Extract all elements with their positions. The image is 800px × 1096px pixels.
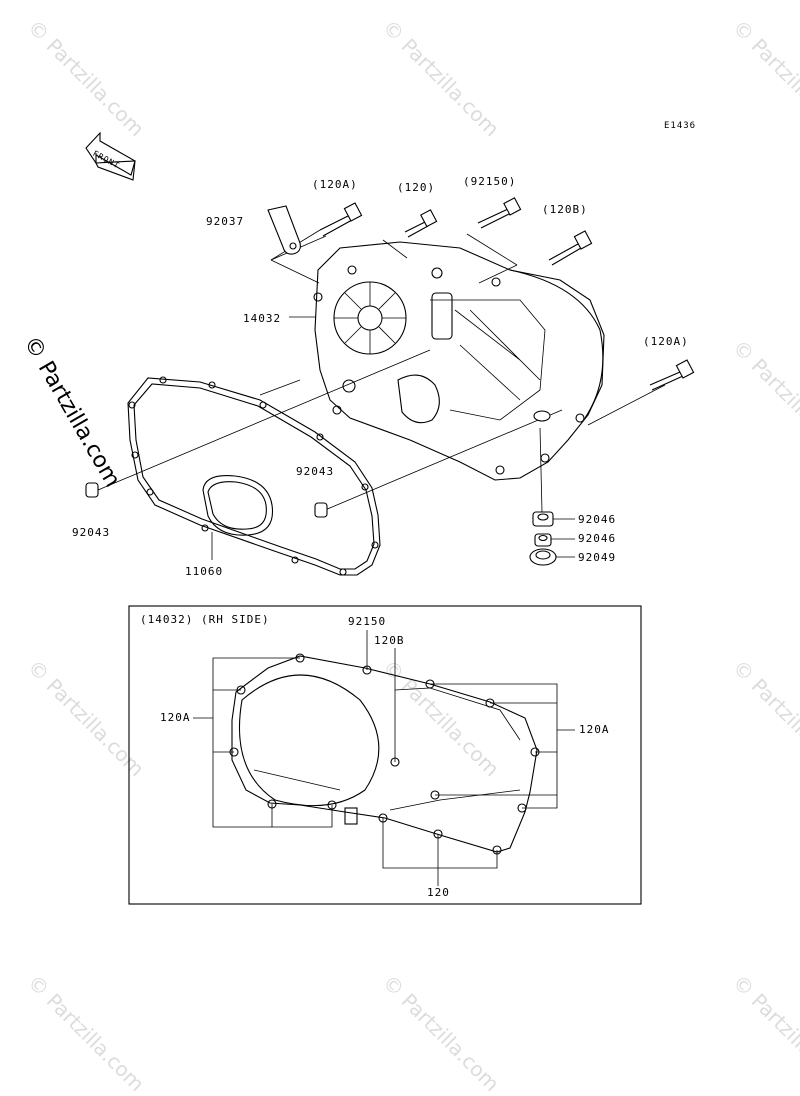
- seal-92046-b: [534, 533, 552, 547]
- bolt-92150: [477, 197, 522, 229]
- part-label-92037: 92037: [206, 215, 245, 228]
- inset-label-92150: 92150: [348, 615, 387, 628]
- part-label-120: (120): [397, 181, 436, 194]
- part-label-92046-b: 92046: [578, 532, 617, 545]
- part-label-92043-mid: 92043: [296, 465, 335, 478]
- inset-label-120: 120: [427, 886, 450, 899]
- front-arrow-icon: [85, 131, 136, 181]
- part-label-120A: (120A): [312, 178, 358, 191]
- cover-14032: [313, 241, 605, 481]
- inset-label-120B: 120B: [374, 634, 405, 647]
- part-label-92046-a: 92046: [578, 513, 617, 526]
- part-label-11060: 11060: [185, 565, 224, 578]
- part-label-120B: (120B): [542, 203, 588, 216]
- inset-title: (14032) (RH SIDE): [140, 613, 270, 626]
- part-label-14032: 14032: [243, 312, 282, 325]
- dowel-92043-left: [85, 482, 99, 498]
- bearing-92049: [529, 548, 557, 566]
- dowel-92043-mid: [314, 502, 328, 518]
- bolt-120: [404, 209, 438, 238]
- part-label-92150: (92150): [463, 175, 517, 188]
- inset-rh-cover: [193, 630, 575, 886]
- inset-label-120A-left: 120A: [160, 711, 191, 724]
- bolt-120A-right: [649, 359, 695, 391]
- diagram-code: E1436: [664, 121, 697, 131]
- gasket-11060: [127, 376, 381, 576]
- seal-92046-a: [532, 511, 554, 527]
- parts-diagram: [85, 131, 695, 905]
- inset-label-120A-right: 120A: [579, 723, 610, 736]
- inset-frame: [128, 605, 642, 905]
- bolt-120B: [548, 230, 593, 266]
- bolt-120A: [319, 202, 363, 237]
- part-label-92043-left: 92043: [72, 526, 111, 539]
- part-label-92049: 92049: [578, 551, 617, 564]
- part-label-120A-right: (120A): [643, 335, 689, 348]
- clamp-92037: [267, 205, 301, 255]
